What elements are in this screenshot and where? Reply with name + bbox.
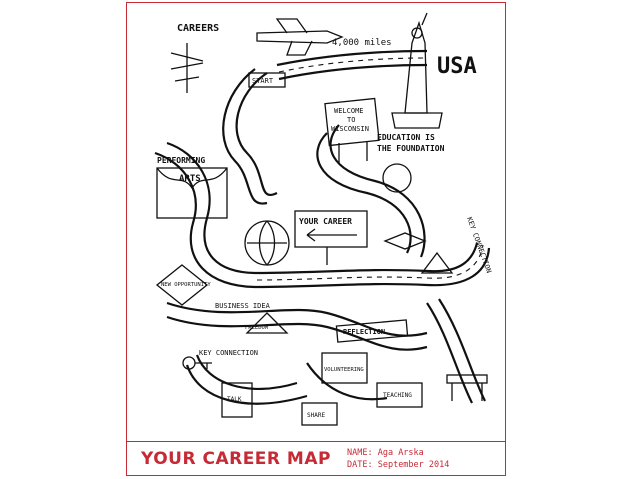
new-opportunity-label: NEW OPPORTUNITY [161,282,211,288]
footer-divider [127,441,505,442]
welcome-sign [324,97,380,163]
career-map-frame: 4,000 miles CAREERS USA START WELCOME TO… [126,2,506,476]
new-opportunity-sign [155,264,209,306]
date-label: DATE: [347,460,373,470]
freedom-label: FREEDOM [245,325,269,331]
share-label: SHARE [307,412,325,419]
freedom-sign [245,312,289,334]
signpost-icon [170,43,204,93]
performing-arts-line-2: ARTS [179,174,201,184]
start-label: START [252,77,274,85]
volunteering-sign [321,352,368,384]
usa-label: USA [437,54,477,79]
welcome-line-3: WISCONSIN [331,125,369,133]
key-connection-bottom-label: KEY CONNECTION [199,349,258,357]
graduation-cap-icon [383,232,427,250]
welcome-line-1: WELCOME [334,107,364,115]
map-meta: NAME: Aga Arska DATE: September 2014 [347,447,449,471]
performing-arts-line-1: PERFORMING [157,156,205,165]
map-title: YOUR CAREER MAP [141,449,331,469]
sun-icon [382,163,412,193]
date-value: September 2014 [377,460,450,470]
key-connection-top-label: KEY CONNECTION [465,216,493,274]
business-idea-label: BUSINESS IDEA [215,302,271,310]
warning-sign-icon [420,251,454,274]
education-line-1: EDUCATION IS [377,133,435,142]
miles-label: 4,000 miles [332,38,392,48]
statue-of-liberty-icon [391,12,443,129]
barrier-icon [446,374,488,401]
start-sign [248,72,286,88]
stage-icon [156,167,228,219]
your-career-label: YOUR CAREER [299,217,352,226]
education-line-2: THE FOUNDATION [377,144,445,153]
reflection-label: REFLECTION [343,328,385,336]
welcome-line-2: TO [347,116,355,124]
teaching-label: TEACHING [383,392,412,399]
airplane-icon [256,18,344,56]
name-value: Aga Arska [377,448,424,458]
share-sign [301,402,338,426]
name-label: NAME: [347,448,373,458]
volunteering-label: VOLUNTEERING [324,367,364,373]
talk-label: TALK [227,396,242,403]
talk-sign [221,382,253,418]
reflection-banner [335,319,409,343]
winding-road [154,49,491,405]
teaching-sign [376,382,423,408]
careers-label: CAREERS [177,23,219,34]
your-career-sign [294,210,368,265]
career-map-illustration: 4,000 miles CAREERS USA START WELCOME TO… [154,12,493,426]
key-icon [182,356,212,370]
